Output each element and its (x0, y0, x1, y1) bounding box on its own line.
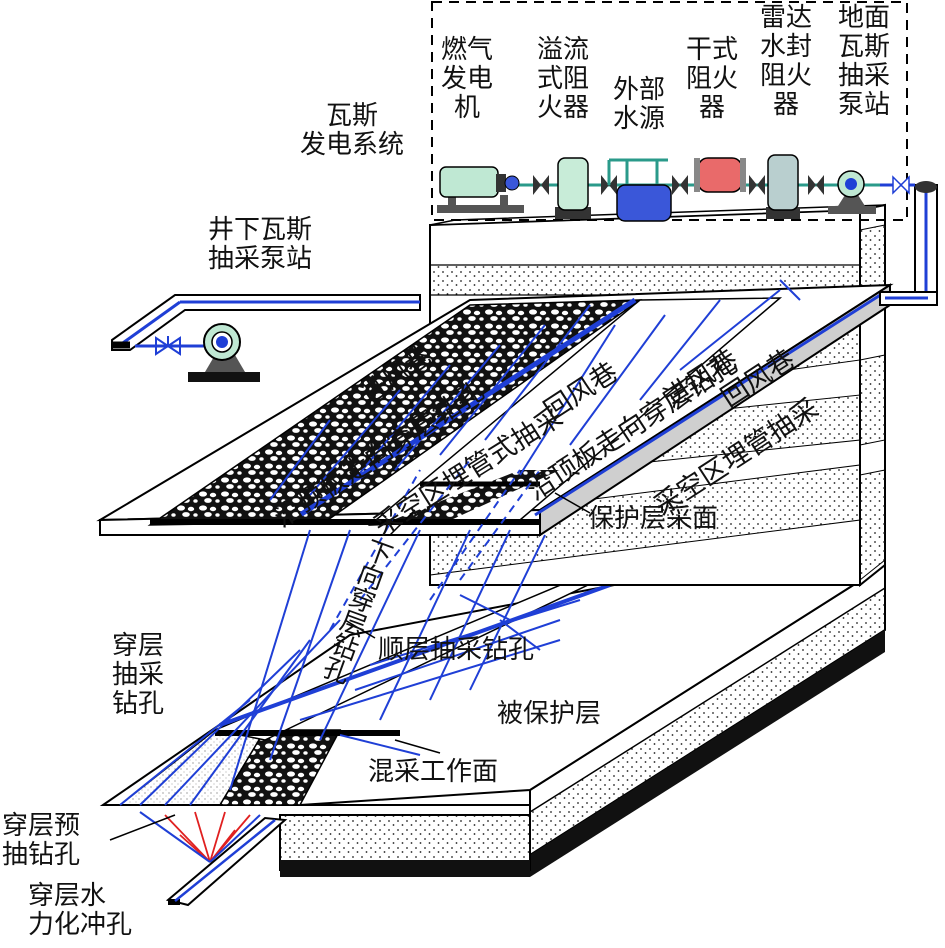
overflow-arrester-label: 溢流 式阻 火器 (537, 35, 590, 124)
underground-pipeline (111, 294, 421, 382)
pre-drain-hole-label: 穿层预 抽钻孔 (2, 811, 81, 871)
protected-layer-label: 被保护层 (497, 699, 602, 729)
roof-holes (269, 279, 801, 631)
leader-lines (109, 492, 591, 841)
generator-label: 燃气 发电 机 (441, 35, 494, 124)
hydraulic-holes-blue (139, 811, 261, 863)
gas-power-system-label: 瓦斯 发电系统 (300, 101, 405, 161)
surface-pump-station-label: 地面 瓦斯 抽采 泵站 (838, 3, 891, 121)
external-water-label: 外部 水源 (613, 75, 666, 135)
floor-roadway (165, 816, 288, 907)
surface-pipeline (879, 181, 938, 306)
protective-slab (96, 283, 894, 537)
mixed-face-label: 混采工作面 (368, 757, 499, 787)
hydraulic-hole-label: 穿层水 力化冲孔 (28, 881, 133, 941)
underground-pump-station-label: 井下瓦斯 抽采泵站 (208, 215, 313, 275)
protective-face-label: 保护层采面 (588, 504, 719, 534)
floor-hole-label: 顺层抽采钻孔 (378, 635, 535, 665)
surface-system-box (431, 1, 908, 221)
surface-equipment (437, 154, 915, 222)
downward-holes (119, 529, 581, 806)
cross-hole-label: 穿层 抽采 钻孔 (112, 631, 165, 720)
radar-water-seal-label: 雷达 水封 阻火 器 (760, 3, 813, 121)
dry-arrester-label: 干式 阻火 器 (686, 35, 739, 124)
